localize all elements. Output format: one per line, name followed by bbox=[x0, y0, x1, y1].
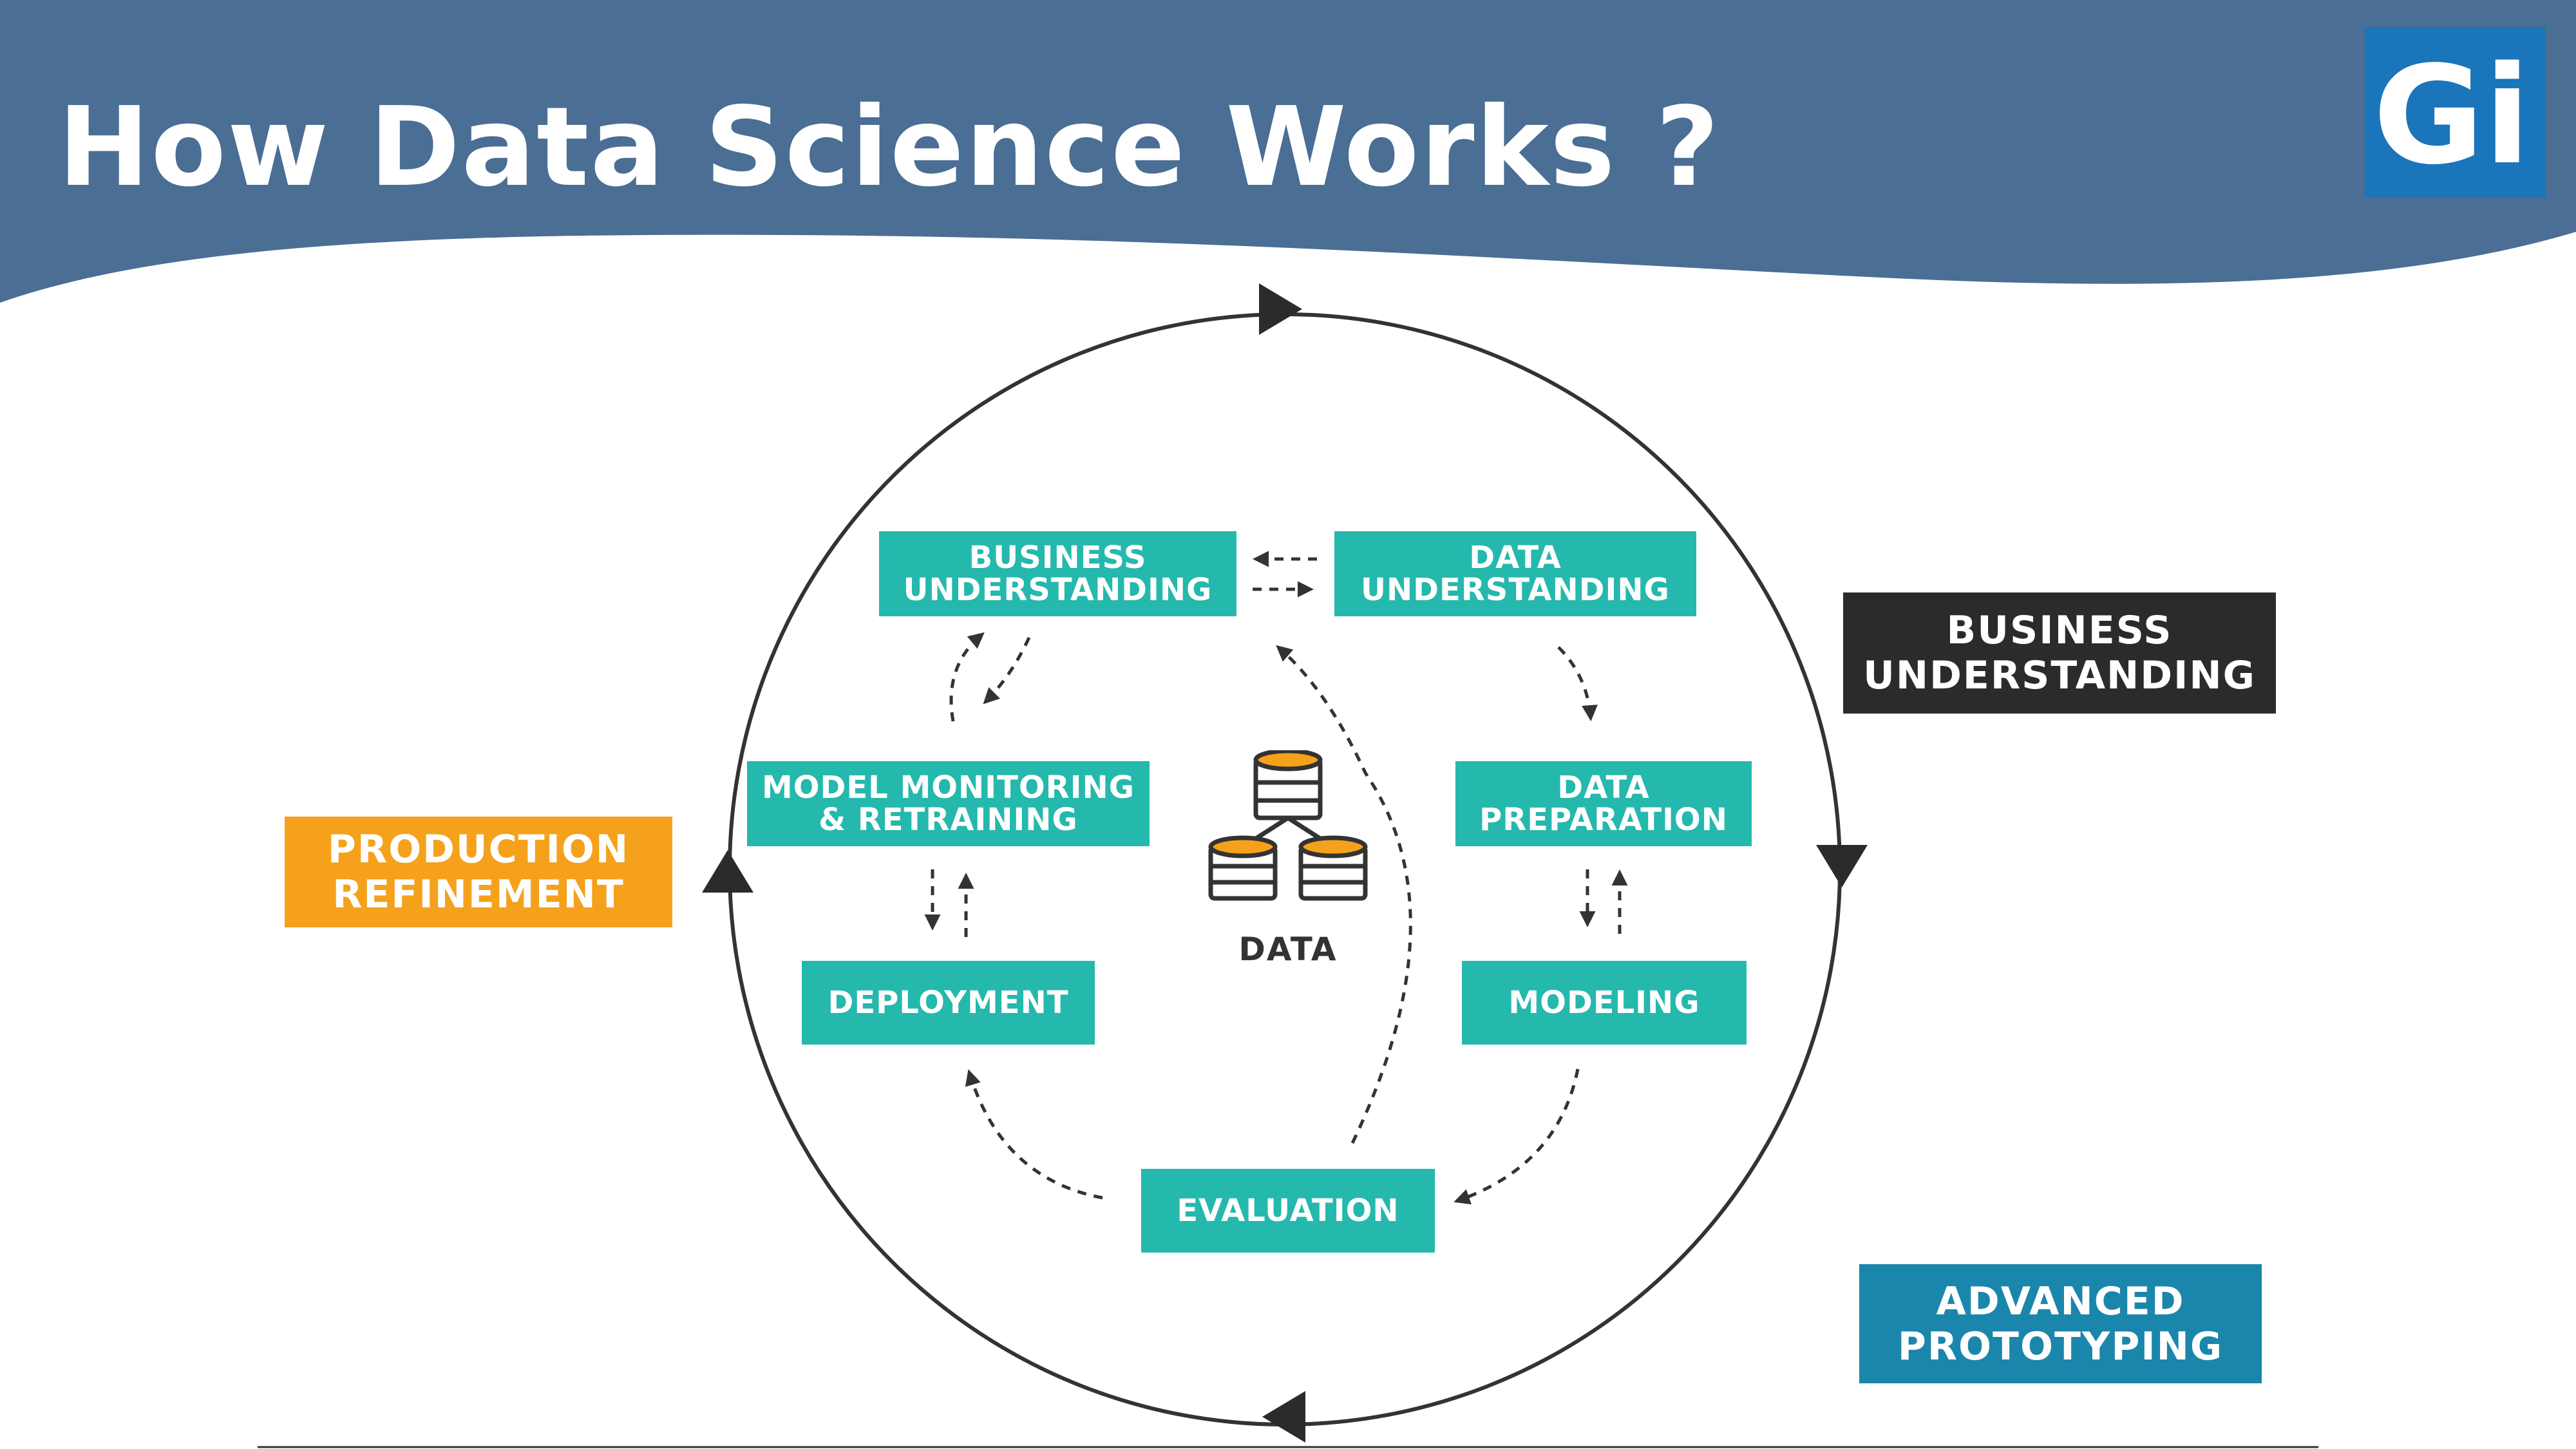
outer-arrow-right bbox=[1816, 845, 1868, 887]
step-data-preparation-line-1: DATA bbox=[1557, 770, 1650, 806]
phase-production-refinement-line-2: REFINEMENT bbox=[332, 872, 625, 917]
arrow-bu-to-monitor bbox=[983, 636, 1031, 705]
phase-production-refinement-line-1: PRODUCTION bbox=[327, 827, 630, 872]
logo-mark: Gi bbox=[2373, 37, 2530, 194]
logo: Gi bbox=[2365, 27, 2545, 198]
step-business-understanding: BUSINESS UNDERSTANDING bbox=[879, 531, 1236, 616]
arrow-model-to-eval bbox=[1454, 1068, 1580, 1205]
header-band bbox=[0, 0, 2576, 303]
step-modeling-label: MODELING bbox=[1508, 985, 1700, 1021]
outer-arrow-left bbox=[702, 850, 753, 893]
outer-arrow-top bbox=[1259, 283, 1302, 335]
step-evaluation-label: EVALUATION bbox=[1177, 1193, 1399, 1229]
step-data-preparation-line-2: PREPARATION bbox=[1479, 802, 1728, 838]
phase-business-understanding-line-2: UNDERSTANDING bbox=[1863, 653, 2256, 698]
step-model-monitoring: MODEL MONITORING & RETRAINING bbox=[747, 761, 1150, 846]
step-business-understanding-line-2: UNDERSTANDING bbox=[903, 572, 1213, 608]
phase-advanced-prototyping-line-2: PROTOTYPING bbox=[1897, 1323, 2224, 1369]
step-data-understanding: DATA UNDERSTANDING bbox=[1334, 531, 1696, 616]
center-data-label: DATA bbox=[1238, 931, 1338, 968]
step-data-understanding-line-1: DATA bbox=[1469, 540, 1562, 576]
phase-advanced-prototyping-line-1: ADVANCED bbox=[1936, 1278, 2185, 1324]
step-business-understanding-line-1: BUSINESS bbox=[969, 540, 1147, 576]
phase-production-refinement: PRODUCTION REFINEMENT bbox=[285, 817, 672, 927]
outer-arrow-bottom bbox=[1262, 1391, 1305, 1443]
page-title: How Data Science Works ? bbox=[58, 84, 1721, 211]
step-data-understanding-line-2: UNDERSTANDING bbox=[1361, 572, 1670, 608]
logo-letter: Gi bbox=[2373, 37, 2530, 194]
arrow-du-to-prep bbox=[1557, 646, 1598, 721]
step-data-preparation: DATA PREPARATION bbox=[1455, 761, 1752, 846]
arrow-eval-to-deploy bbox=[965, 1069, 1103, 1200]
database-icon bbox=[1208, 750, 1368, 901]
step-modeling: MODELING bbox=[1462, 961, 1747, 1045]
step-model-monitoring-line-1: MODEL MONITORING bbox=[761, 770, 1135, 806]
phase-advanced-prototyping: ADVANCED PROTOTYPING bbox=[1859, 1264, 2262, 1383]
phase-business-understanding: BUSINESS UNDERSTANDING bbox=[1843, 592, 2276, 714]
phase-business-understanding-line-1: BUSINESS bbox=[1946, 608, 2173, 653]
step-model-monitoring-line-2: & RETRAINING bbox=[819, 802, 1078, 838]
step-deployment: DEPLOYMENT bbox=[802, 961, 1095, 1045]
step-deployment-label: DEPLOYMENT bbox=[828, 985, 1069, 1021]
arrow-eval-to-bu bbox=[1276, 645, 1412, 1144]
step-evaluation: EVALUATION bbox=[1141, 1169, 1435, 1253]
arrow-monitor-to-bu bbox=[949, 632, 985, 722]
